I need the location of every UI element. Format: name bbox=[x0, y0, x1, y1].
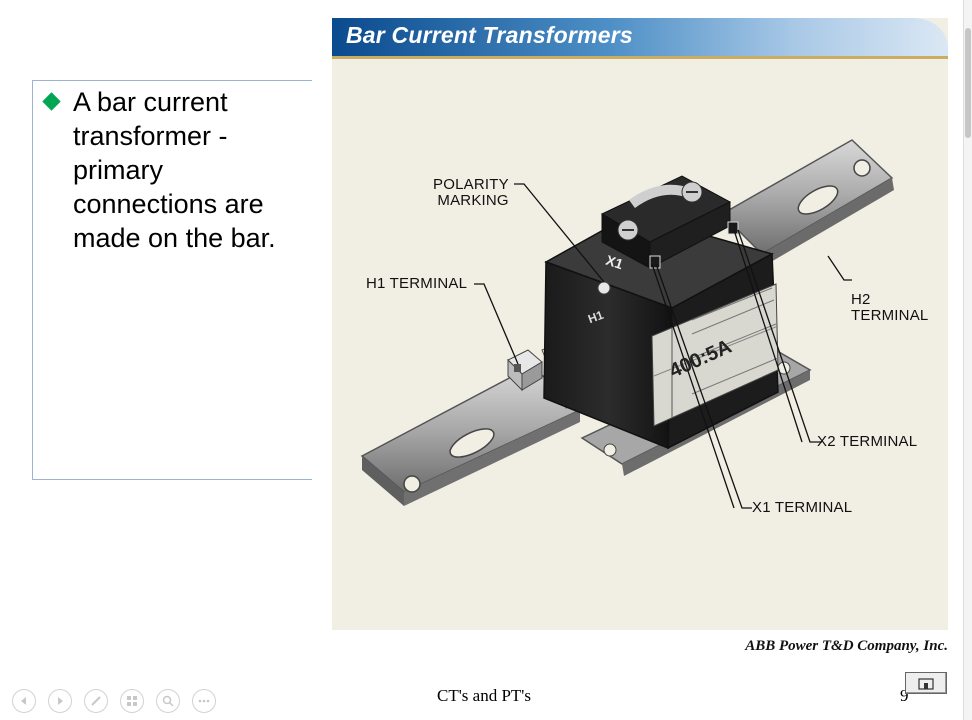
pen-icon bbox=[91, 696, 101, 706]
title-banner: Bar Current Transformers bbox=[332, 18, 948, 56]
callout-polarity-line1: POLARITY bbox=[433, 176, 509, 193]
rear-bus-bar bbox=[720, 139, 894, 266]
scrollbar-thumb[interactable] bbox=[965, 28, 971, 138]
more-icon bbox=[198, 699, 210, 703]
zoom-icon bbox=[162, 695, 174, 707]
more-button[interactable] bbox=[192, 689, 216, 713]
slideshow-controls bbox=[12, 689, 228, 713]
vertical-scrollbar[interactable] bbox=[963, 0, 972, 720]
callout-polarity-line2: MARKING bbox=[437, 192, 509, 209]
figure-panel: Bar Current Transformers bbox=[332, 18, 948, 630]
bullet-text-box: A bar current transformer - primary conn… bbox=[32, 80, 312, 480]
footer-title: CT's and PT's bbox=[437, 686, 531, 705]
callout-x1-terminal: X1 TERMINAL bbox=[752, 499, 853, 516]
prev-slide-icon bbox=[21, 697, 26, 705]
callout-h1-terminal: H1 TERMINAL bbox=[366, 275, 468, 292]
home-icon bbox=[918, 678, 934, 690]
slide-title: Bar Current Transformers bbox=[346, 22, 633, 48]
secondary-terminal-block bbox=[600, 175, 739, 269]
h1-terminal-block bbox=[507, 349, 543, 392]
callout-leaders bbox=[474, 183, 852, 509]
callout-h2-line2: TERMINAL bbox=[851, 307, 929, 324]
pen-button[interactable] bbox=[84, 689, 108, 713]
slide-number: 9 bbox=[900, 686, 909, 705]
transformer-photo bbox=[360, 139, 894, 509]
bullet-text: A bar current transformer - primary conn… bbox=[73, 87, 276, 253]
next-slide-icon bbox=[58, 697, 63, 705]
home-button[interactable] bbox=[905, 672, 947, 694]
image-credit: ABB Power T&D Company, Inc. bbox=[745, 638, 948, 654]
slides-grid-icon bbox=[127, 696, 137, 706]
title-underline bbox=[332, 56, 948, 59]
front-bus-bar bbox=[360, 365, 582, 506]
callout-h2-line1: H2 bbox=[851, 291, 871, 308]
callout-polarity-marking: POLARITY MARKING bbox=[433, 177, 509, 209]
callout-h2-terminal: H2 TERMINAL bbox=[851, 292, 928, 324]
prev-slide-button[interactable] bbox=[12, 689, 36, 713]
callout-x2-terminal: X2 TERMINAL bbox=[817, 433, 918, 450]
diamond-bullet-icon bbox=[42, 92, 61, 111]
zoom-button[interactable] bbox=[156, 689, 180, 713]
next-slide-button[interactable] bbox=[48, 689, 72, 713]
slides-grid-button[interactable] bbox=[120, 689, 144, 713]
bullet-item: A bar current transformer - primary conn… bbox=[42, 85, 313, 255]
